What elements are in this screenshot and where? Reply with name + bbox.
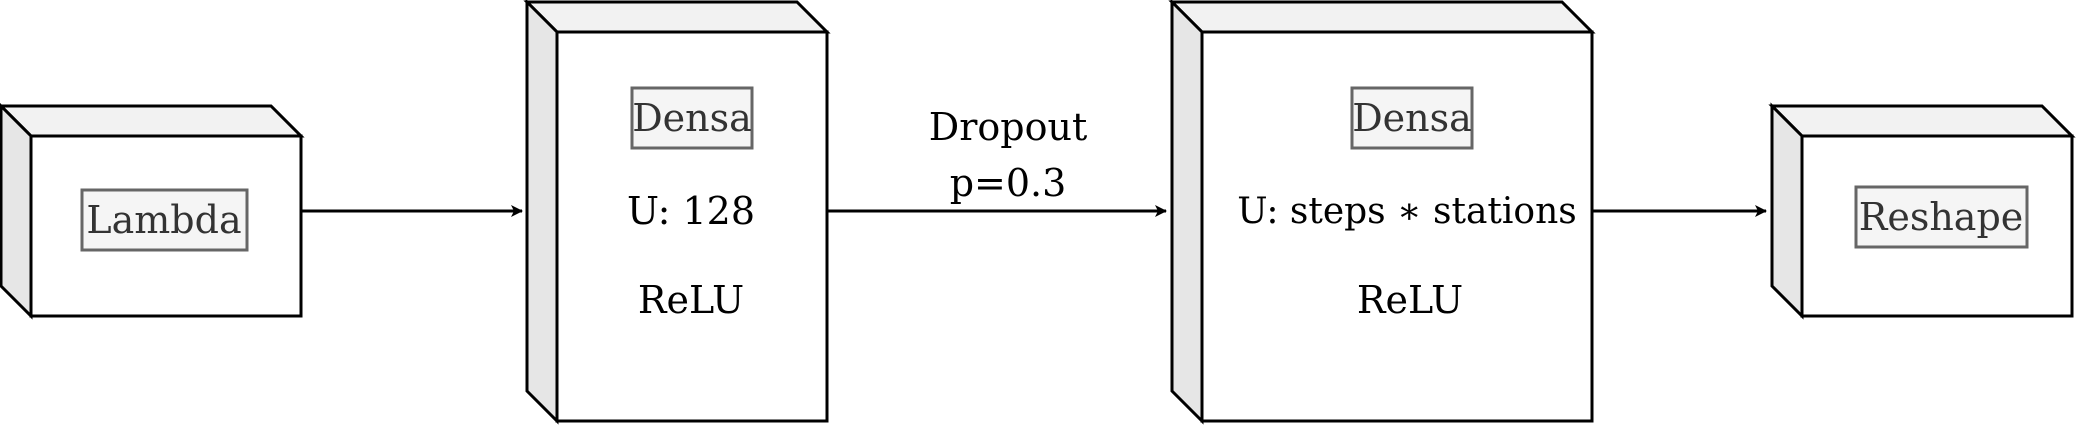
- dropout-rate-label: p=0.3: [950, 161, 1067, 205]
- block-densa-1: Densa U: 128 ReLU: [523, 0, 831, 425]
- reshape-tag: [1854, 185, 2029, 249]
- densa-2-units: U: steps ∗ stations: [1237, 191, 1576, 232]
- densa-2-label: Densa: [1352, 96, 1472, 140]
- dropout-label: Dropout: [929, 105, 1087, 149]
- densa-2-tag: [1350, 86, 1474, 150]
- densa-2-activation: ReLU: [1357, 278, 1463, 322]
- lambda-tag: [80, 188, 249, 252]
- densa-1-tag: [630, 86, 754, 150]
- reshape-label: Reshape: [1859, 195, 2024, 239]
- densa-1-units: U: 128: [627, 189, 755, 233]
- densa-1-label: Densa: [632, 96, 752, 140]
- edge-densa1-to-densa2: Dropout p=0.3: [827, 105, 1167, 217]
- lambda-label: Lambda: [86, 198, 241, 242]
- block-reshape: Reshape: [1768, 102, 2076, 320]
- block-lambda: Lambda: [0, 102, 305, 320]
- block-densa-2: Densa U: steps ∗ stations ReLU: [1168, 0, 1596, 425]
- densa-1-activation: ReLU: [638, 278, 744, 322]
